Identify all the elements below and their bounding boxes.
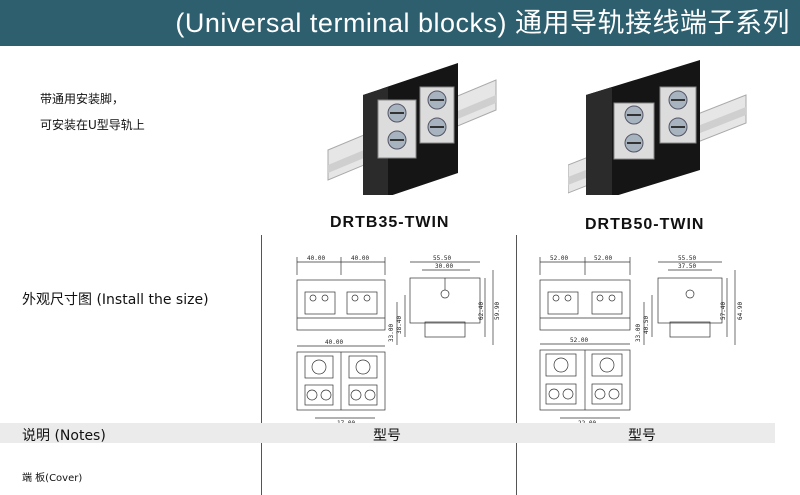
- dim-side-h4: 33.00: [635, 324, 642, 342]
- page-title: (Universal terminal blocks) 通用导轨接线端子系列: [175, 8, 790, 38]
- dim-side-h3: 59.90: [494, 302, 501, 320]
- dim-side-w1: 55.50: [678, 255, 696, 262]
- dimension-drawing-drtb50: 52.00 52.00 55.50 37.50 40.50 33.00 57.4…: [539, 255, 744, 427]
- type-label-drtb35: 型号: [373, 428, 401, 444]
- type-label-drtb50: 型号: [628, 428, 656, 444]
- dim-front-w2: 40.00: [351, 255, 369, 262]
- dim-front-w2: 52.00: [594, 255, 612, 262]
- feature-line-2: 可安装在U型导轨上: [40, 118, 145, 132]
- notes-bar: [0, 423, 775, 443]
- install-size-label: 外观尺寸图 (Install the size): [22, 292, 209, 308]
- dim-front-w1: 52.00: [550, 255, 568, 262]
- divider-left: [261, 235, 262, 495]
- dim-side-h4: 33.00: [388, 324, 395, 342]
- product-photo-drtb35: [327, 63, 497, 195]
- notes-label: 说明 (Notes): [22, 428, 106, 444]
- model-name-drtb50: DRTB50-TWIN: [585, 216, 705, 233]
- dim-front-w1: 40.00: [307, 255, 325, 262]
- dim-side-w1: 55.50: [433, 255, 451, 262]
- feature-line-1: 带通用安装脚，: [40, 92, 125, 106]
- dim-side-h1: 40.50: [643, 316, 650, 334]
- dim-side-w2: 30.00: [435, 263, 453, 270]
- header-bar: (Universal terminal blocks) 通用导轨接线端子系列: [0, 0, 800, 46]
- dim-top-w: 52.00: [570, 337, 588, 344]
- dimension-drawing-drtb35: 40.00 40.00 55.50 30.00 38.40 33.00 62.4…: [296, 255, 501, 427]
- divider-middle: [516, 235, 517, 495]
- cover-label: 端 板(Cover): [22, 473, 83, 484]
- model-name-drtb35: DRTB35-TWIN: [330, 214, 450, 231]
- product-photo-drtb50: [568, 60, 747, 195]
- dim-top-w: 40.00: [325, 339, 343, 346]
- dim-side-h3: 64.90: [737, 302, 744, 320]
- dim-side-h2: 62.40: [478, 302, 485, 320]
- dim-side-h2: 57.40: [720, 302, 727, 320]
- dim-side-h1: 38.40: [396, 316, 403, 334]
- dim-side-w2: 37.50: [678, 263, 696, 270]
